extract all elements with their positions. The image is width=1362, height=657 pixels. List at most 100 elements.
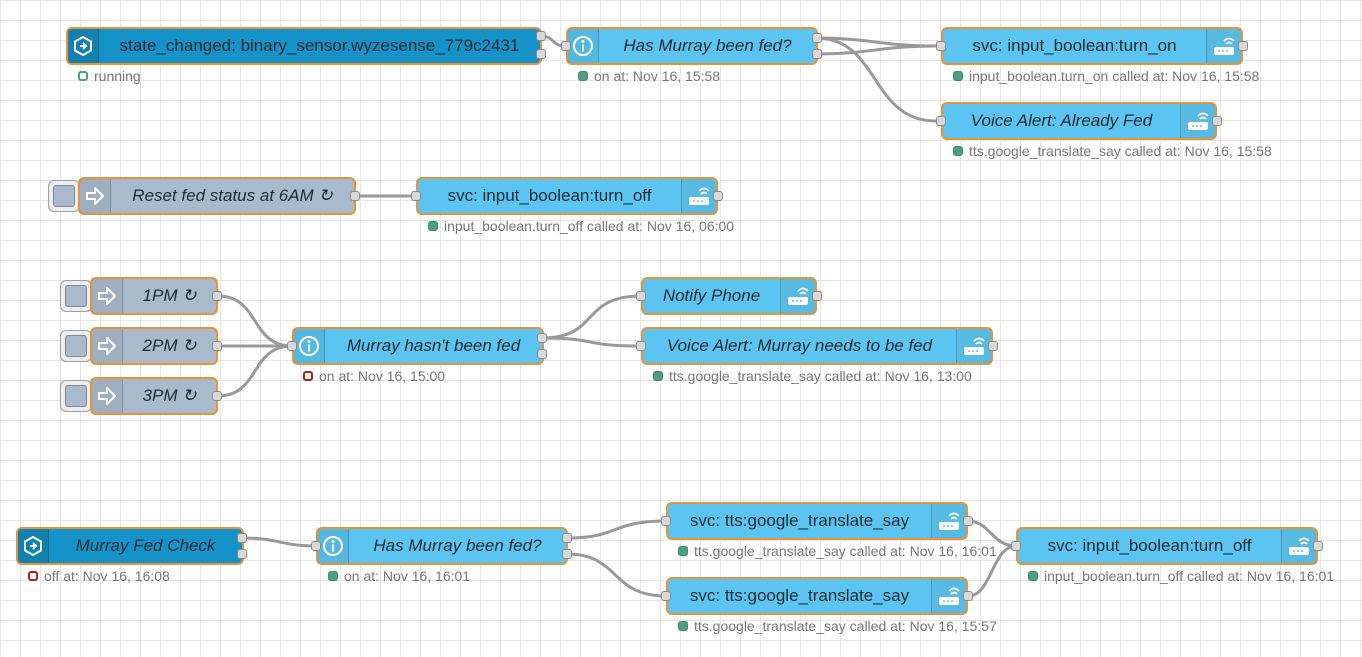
node-status: input_boolean.turn_off called at: Nov 16… [1028,568,1334,584]
output-port[interactable] [536,31,546,41]
node-status: running [78,68,141,84]
node-label: 3PM ↻ [142,386,197,405]
node-label: Voice Alert: Murray needs to be fed [666,336,933,355]
ha-service-icon [931,504,966,538]
node-status: input_boolean.turn_on called at: Nov 16,… [953,68,1259,84]
wire [815,36,937,123]
output-port[interactable] [988,341,998,351]
ha-service-icon [681,179,716,213]
voice-alert-already-fed-node[interactable]: Voice Alert: Already Fed [941,102,1217,140]
ha-service-icon [931,579,966,613]
inject-1pm-node[interactable]: 1PM ↻ [90,277,218,315]
wire [566,519,667,540]
reset-fed-status-node[interactable]: Reset fed status at 6AM ↻ [78,177,356,215]
input-port[interactable] [936,116,946,126]
arrow-icon [92,279,123,313]
output-port[interactable] [713,191,723,201]
node-label: Has Murray been fed? [623,36,792,55]
info-icon [318,529,349,563]
output-port[interactable] [812,33,822,43]
input-port[interactable] [661,516,671,526]
wire [217,294,293,348]
node-label: 2PM ↻ [142,336,197,355]
input-port[interactable] [636,291,646,301]
output-port[interactable] [212,391,222,401]
arrow-icon [92,379,123,413]
output-port[interactable] [237,533,247,543]
node-label: state_changed: binary_sensor.wyzesense_7… [119,36,520,55]
output-port[interactable] [537,349,547,359]
input-port[interactable] [287,341,297,351]
status-dot-icon [428,221,438,231]
node-label: Reset fed status at 6AM ↻ [132,186,333,205]
voice-alert-needs-fed-node[interactable]: Voice Alert: Murray needs to be fed [641,327,993,365]
ha-service-icon [1206,29,1241,63]
node-label: svc: input_boolean:turn_on [972,36,1177,55]
node-status: input_boolean.turn_off called at: Nov 16… [428,218,734,234]
output-port[interactable] [212,291,222,301]
status-dot-icon [578,71,588,81]
node-label: svc: tts:google_translate_say [689,511,910,530]
output-port[interactable] [812,291,822,301]
murray-fed-check-node[interactable]: Murray Fed Check [16,527,244,565]
info-icon [294,329,325,363]
input-port[interactable] [1011,541,1021,551]
input-port[interactable] [411,191,421,201]
output-port[interactable] [537,333,547,343]
output-port[interactable] [963,516,973,526]
node-status: tts.google_translate_say called at: Nov … [953,143,1272,159]
inject-2pm-node[interactable]: 2PM ↻ [90,327,218,365]
output-port[interactable] [350,191,360,201]
output-port[interactable] [237,549,247,559]
ha-service-icon [780,279,815,313]
svc-turn-off-node-2[interactable]: svc: input_boolean:turn_off [1016,527,1318,565]
input-port[interactable] [636,341,646,351]
inject-3pm-node[interactable]: 3PM ↻ [90,377,218,415]
notify-phone-node[interactable]: Notify Phone [641,277,817,315]
not-fed-node[interactable]: Murray hasn't been fed [292,327,544,365]
arrow-icon [80,179,111,213]
output-port[interactable] [536,49,546,59]
tts-node-2[interactable]: svc: tts:google_translate_say [666,577,968,615]
status-ring-icon [28,571,38,581]
output-port[interactable] [1238,41,1248,51]
status-dot-icon [678,546,688,556]
info-icon [568,29,599,63]
input-port[interactable] [661,591,671,601]
input-port[interactable] [936,41,946,51]
output-port[interactable] [562,549,572,559]
output-port[interactable] [963,591,973,601]
svc-turn-on-node[interactable]: svc: input_boolean:turn_on [941,27,1243,65]
node-label: Voice Alert: Already Fed [970,111,1153,130]
node-label: Notify Phone [662,286,761,305]
node-status: tts.google_translate_say called at: Nov … [678,543,997,559]
tts-node-1[interactable]: svc: tts:google_translate_say [666,502,968,540]
has-fed-node-2[interactable]: Has Murray been fed? [316,527,568,565]
input-port[interactable] [561,41,571,51]
output-port[interactable] [562,533,572,543]
output-port[interactable] [212,341,222,351]
svc-turn-off-node-1[interactable]: svc: input_boolean:turn_off [416,177,718,215]
node-label: svc: input_boolean:turn_off [1047,536,1252,555]
node-label: svc: tts:google_translate_say [689,586,910,605]
inject-button[interactable] [60,280,92,312]
ha-state-icon [68,29,99,63]
node-status: on at: Nov 16, 16:01 [328,568,470,584]
ha-service-icon [1281,529,1316,563]
output-port[interactable] [1313,541,1323,551]
output-port[interactable] [1212,116,1222,126]
wire [815,36,937,48]
inject-button[interactable] [60,380,92,412]
has-fed-node-1[interactable]: Has Murray been fed? [566,27,818,65]
ha-service-icon [956,329,991,363]
arrow-icon [92,329,123,363]
wire [815,44,937,56]
inject-button[interactable] [60,330,92,362]
input-port[interactable] [311,541,321,551]
inject-button[interactable] [48,180,80,212]
node-status: tts.google_translate_say called at: Nov … [678,618,997,634]
output-port[interactable] [812,49,822,59]
state-changed-node[interactable]: state_changed: binary_sensor.wyzesense_7… [66,27,542,65]
node-status: on at: Nov 16, 15:00 [303,368,445,384]
node-status: tts.google_translate_say called at: Nov … [653,368,972,384]
